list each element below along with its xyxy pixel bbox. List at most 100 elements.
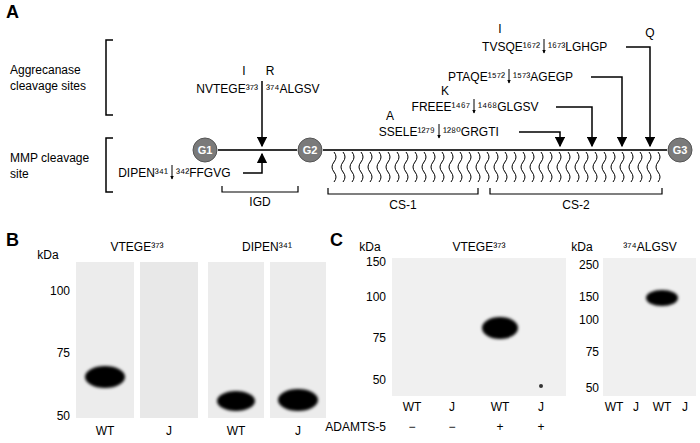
blot-lane [76,262,134,418]
figure-label: kDa [359,240,380,254]
figure-label: 100 [50,284,70,298]
figure-label: J [633,400,639,414]
bracket [106,40,113,115]
figure-label: ADAMTS-5 [325,420,386,434]
bracket [106,138,113,192]
cleavage-arrow [591,77,622,146]
figure-label: 75 [57,346,70,360]
cleavage-tick [544,39,545,53]
domain-label: G2 [303,144,318,157]
figure-label: ¹²⁸⁰GRGTI [443,125,499,139]
domain-globe: G2 [297,137,323,163]
blot-spot [539,384,543,388]
figure-label: I [242,64,245,78]
figure-label: 150 [579,290,599,304]
figure-label: SSELE¹²⁷⁹ [379,125,435,139]
figure-label: ¹⁴⁶⁸GLGSV [478,100,539,114]
globe-circle [668,138,692,162]
panel-letter: A [6,2,19,22]
figure-label: − [408,420,415,434]
blot [392,258,566,396]
globe-circle [298,138,322,162]
domain-globe: G1 [192,137,218,163]
blot-lane [208,262,264,418]
domain-globe: G3 [667,137,693,163]
figure-label: Q [645,26,654,40]
bracket-label: Aggrecanase cleavage sites [10,62,102,94]
figure-label: A [386,109,394,123]
region-bracket [490,188,662,194]
figure-label: J [538,400,544,414]
figure-label: R [266,64,275,78]
figure-label: ³⁷⁴ALGSV [266,82,320,96]
figure-label: ¹⁶⁷³LGHGP [548,40,607,54]
core-protein-line [218,149,297,151]
figure-label: WT [403,400,422,414]
figure-label: 100 [579,313,599,327]
figure-label: + [496,420,503,434]
figure-label: ³⁷⁴ALGSV [623,240,677,254]
blot-band [217,391,255,411]
region-bracket [328,188,478,194]
figure-label: TVSQE¹⁶⁷² [482,40,540,54]
blot-band [646,290,678,306]
figure-label: 75 [586,345,599,359]
cs-chains [330,152,663,184]
panel-letter: B [6,230,19,250]
figure-label: + [537,420,544,434]
cleavage-tick [509,69,510,83]
cleavage-arrow [626,47,650,146]
cleavage-arrow [556,107,592,146]
figure-label: IGD [249,195,270,209]
figure-label: kDa [571,240,592,254]
figure-label: WT [491,400,510,414]
figure-label: 50 [373,373,386,387]
cleavage-tick [439,124,440,138]
figure-label: 50 [57,409,70,423]
figure-label: NVTEGE³⁷³ [196,82,258,96]
figure-label: WT [96,424,115,438]
globe-circle [193,138,217,162]
blot-lane [140,262,198,418]
figure-label: 75 [373,331,386,345]
cleavage-arrow [243,154,262,173]
figure-label: WT [605,400,624,414]
figure-label: ¹⁵⁷³AGEGP [513,70,573,84]
figure-label: DIPEN³⁴¹ [242,240,292,254]
figure-label: kDa [37,248,58,262]
figure-label: J [166,424,172,438]
cleavage-arrow [261,81,263,146]
blot-band [278,389,318,411]
figure-label: 250 [579,258,599,272]
figure-label: ³⁴²FFGVG [176,166,230,180]
bracket-label: MMP cleavage site [10,150,102,182]
figure-label: J [295,424,301,438]
figure-label: − [448,420,455,434]
region-bracket [222,186,298,192]
domain-label: G3 [673,144,688,157]
figure-label: PTAQE¹⁵⁷² [448,70,505,84]
blot [603,258,696,396]
figure-label: VTEGE³⁷³ [110,240,163,254]
cleavage-tick [172,165,173,179]
figure-label: 150 [366,255,386,269]
figure-label: WT [653,400,672,414]
figure-label: K [441,84,449,98]
panel-letter: C [330,230,343,250]
blot-band [482,317,518,339]
figure-label: WT [227,424,246,438]
domain-label: G1 [198,144,213,157]
figure-label: VTEGE³⁷³ [452,240,505,254]
figure-label: J [449,400,455,414]
cleavage-tick [474,99,475,113]
figure-label: CS-1 [389,198,416,212]
blot-lane [270,262,326,418]
figure-label: 50 [586,381,599,395]
figure-label: CS-2 [562,198,589,212]
core-protein-line [323,149,667,151]
cleavage-arrow [519,132,560,146]
figure-label: I [498,22,501,36]
